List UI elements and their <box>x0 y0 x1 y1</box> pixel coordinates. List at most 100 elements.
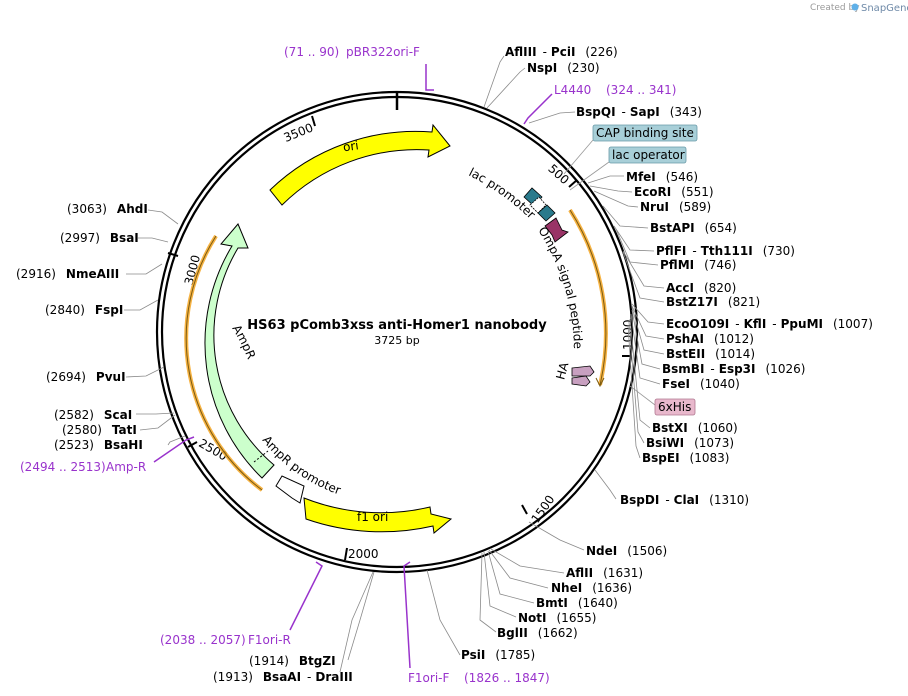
leader-fspI <box>124 299 159 311</box>
ampr-arrow <box>204 223 275 479</box>
ori-label: ori <box>342 138 359 154</box>
pbr322ori-f-name: pBR322ori-F <box>346 45 420 59</box>
tick-500-label: 500 <box>545 161 571 187</box>
site-bsiWI: BsiWI(1073) <box>646 436 734 450</box>
leader-pvuI <box>125 366 165 378</box>
f1-ori-arrow <box>303 497 453 534</box>
cap-callout-line <box>563 139 594 175</box>
amp-r-range: (2494 .. 2513) <box>20 460 106 474</box>
f1ori-f-name: F1ori-F <box>408 671 449 685</box>
site-bsaHI: (2523)BsaHI <box>54 438 143 452</box>
leader-bstXI <box>629 318 651 429</box>
leader-psiI <box>426 569 461 656</box>
his-callout-box <box>654 398 696 416</box>
leader-bsiWI <box>628 321 645 444</box>
site-bmtI: BmtI(1640) <box>536 596 618 610</box>
site-pvuI: (2694)PvuI <box>46 370 126 384</box>
ompa-arrow <box>544 217 569 243</box>
ampr-promoter-arrow <box>275 475 305 504</box>
leader-ndeI <box>528 521 585 551</box>
lac-operator-box <box>537 204 556 222</box>
pbr322ori-f-marker <box>425 64 434 91</box>
leader-ahdI <box>147 209 179 225</box>
credit-brand: SnapGene <box>861 3 908 14</box>
leader-mfeI <box>587 175 624 184</box>
site-bglII: BglII(1662) <box>497 626 578 640</box>
site-nmeAIII: (2916)NmeAIII <box>16 267 119 281</box>
leader-ecoO109I <box>631 303 665 325</box>
site-bspDI-claI: BspDI-ClaI(1310) <box>620 493 749 507</box>
leader-nruI <box>593 190 639 208</box>
leader-notI <box>483 551 517 618</box>
plasmid-name: HS63 pComb3xss anti-Homer1 nanobody <box>247 318 547 333</box>
site-nheI: NheI(1636) <box>551 581 632 595</box>
site-bsaI: (2997)BsaI <box>60 231 139 245</box>
lac-operator-callout-box <box>608 146 687 164</box>
site-ndeI: NdeI(1506) <box>586 544 667 558</box>
tick-2000-mark <box>344 547 348 561</box>
tick-500-mark <box>568 179 578 188</box>
credit-prefix: Created by <box>810 3 860 13</box>
ori-arrow <box>269 123 451 206</box>
leader-pshAI <box>631 305 665 340</box>
site-notI: NotI(1655) <box>518 611 596 625</box>
leader-tatI <box>139 414 176 431</box>
tick-1500-mark <box>521 504 528 515</box>
leader-scaI <box>136 412 175 415</box>
snapgene-logo-icon <box>851 3 859 11</box>
tick-2000-label: 2000 <box>348 547 379 561</box>
site-bsaAI-draIII: (1913)BsaAI-DraIII <box>213 670 353 684</box>
leader-btgZI <box>347 571 375 661</box>
f1ori-f-marker <box>403 561 411 669</box>
site-tatI: (2580)TatI <box>62 423 137 437</box>
f1-ori-label: f1 ori <box>357 510 388 524</box>
site-nruI: NruI(589) <box>640 200 711 214</box>
l4440-range: (324 .. 341) <box>606 83 676 97</box>
tick-marks: 500 1000 1500 2000 2500 3000 3500 <box>167 115 635 561</box>
site-labels-left: (1914)BtgZI (1913)BsaAI-DraIII (2523)Bsa… <box>16 202 353 684</box>
f1ori-r-range: (2038 .. 2057) <box>160 633 246 647</box>
leader-bspDI <box>594 469 617 500</box>
leader-aflIII <box>483 55 505 108</box>
amp-r-marker <box>153 436 195 463</box>
his-callout-label: 6xHis <box>658 400 691 414</box>
leader-bstZ17I <box>622 251 665 303</box>
site-ecoO109I-kflI-ppuMI: EcoO109I-KflI-PpuMI(1007) <box>666 317 873 331</box>
leader-accI <box>622 250 665 289</box>
site-aflII: AflII(1631) <box>566 566 643 580</box>
site-pflFI-tth111I: PflFI-Tth111I(730) <box>656 244 795 258</box>
backbone <box>155 90 639 574</box>
lac-operator-callout-line <box>569 161 610 191</box>
primers: (71 .. 90) pBR322ori-F L4440 (324 .. 341… <box>20 45 676 685</box>
ha-box-2 <box>571 375 591 387</box>
leader-pflFI <box>613 225 655 252</box>
plasmid-length: 3725 bp <box>374 334 419 347</box>
tick-3500-mark <box>311 115 316 127</box>
site-bstXI: BstXI(1060) <box>652 421 738 435</box>
leader-bspEI <box>627 324 641 459</box>
site-psiI: PsiI(1785) <box>461 648 535 662</box>
leader-bstEII <box>631 306 665 355</box>
ampr-dash <box>253 450 269 463</box>
leader-bstAPI <box>602 205 649 229</box>
l4440-name: L4440 <box>554 83 591 97</box>
ampr-highlight-line <box>185 235 263 491</box>
pbr322ori-f-range: (71 .. 90) <box>284 45 339 59</box>
leader-bsmBI <box>631 309 661 370</box>
leader-aflII <box>490 548 565 574</box>
leader-bsaI <box>138 237 169 243</box>
f1ori-r-name: F1ori-R <box>248 633 291 647</box>
site-mfeI: MfeI(546) <box>626 170 698 184</box>
leader-fseI <box>630 313 661 385</box>
site-fseI: FseI(1040) <box>662 377 740 391</box>
cap-callout-label: CAP binding site <box>596 126 694 140</box>
tick-3000-mark <box>167 252 179 257</box>
leader-bglII <box>479 552 497 633</box>
site-btgZI: (1914)BtgZI <box>249 654 336 668</box>
feature-callouts: CAP binding site lac operator 6xHis <box>563 124 698 416</box>
leader-nspI <box>486 67 526 109</box>
his-callout-line <box>629 385 656 406</box>
leader-nheI <box>488 549 549 589</box>
site-leader-lines <box>124 55 665 673</box>
